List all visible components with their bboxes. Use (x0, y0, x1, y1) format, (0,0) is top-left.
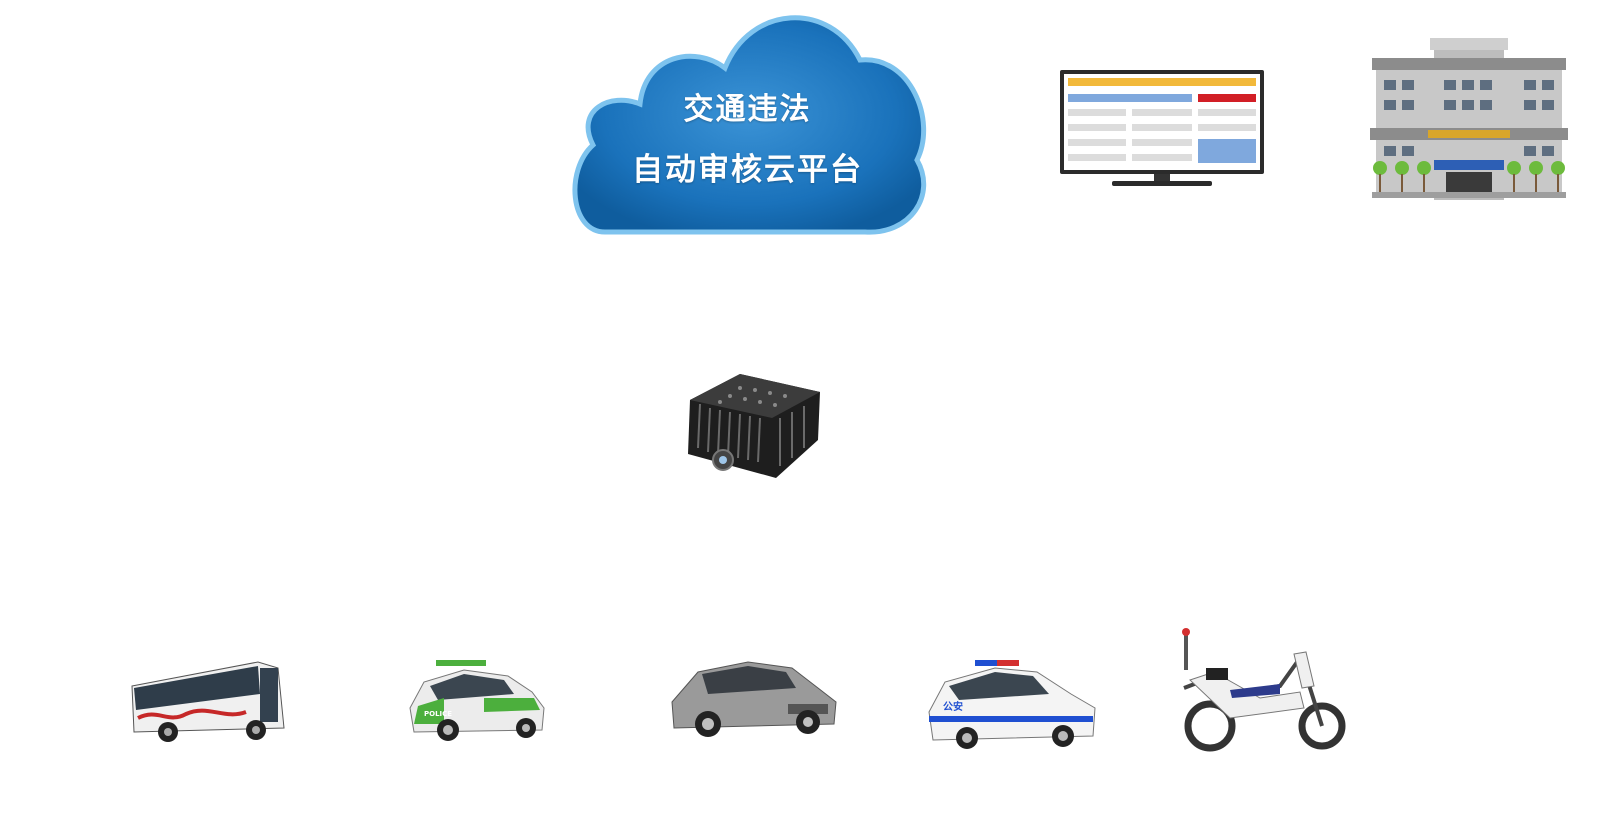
motorcycle-icon (1182, 628, 1346, 752)
police-car-label: 公安 (943, 700, 963, 713)
police-car: 公安 (925, 658, 1100, 750)
cloud-platform: 交通违法 自动审核云平台 (565, 0, 930, 240)
green-police-car: POLICE (404, 658, 548, 744)
cloud-title-line2: 自动审核云平台 (632, 152, 863, 188)
cloud-shape (572, 15, 927, 235)
building-icon (1370, 38, 1568, 200)
bus-icon (131, 661, 285, 742)
sedan-icon (671, 661, 837, 737)
traffic-police-building (1368, 36, 1570, 200)
private-car (668, 658, 840, 740)
police-motorcycle (1170, 628, 1348, 752)
vehicle-camera-device (680, 370, 825, 484)
camera-device-icon (688, 374, 820, 478)
green-police-label: POLICE (424, 710, 452, 718)
monitor-display (1058, 68, 1266, 190)
cloud-title-line1: 交通违法 (683, 92, 812, 127)
monitor-icon (1060, 70, 1264, 186)
police-car-icon: 公安 (928, 660, 1096, 749)
green-police-car-icon: POLICE (409, 660, 545, 741)
bus (128, 658, 290, 746)
